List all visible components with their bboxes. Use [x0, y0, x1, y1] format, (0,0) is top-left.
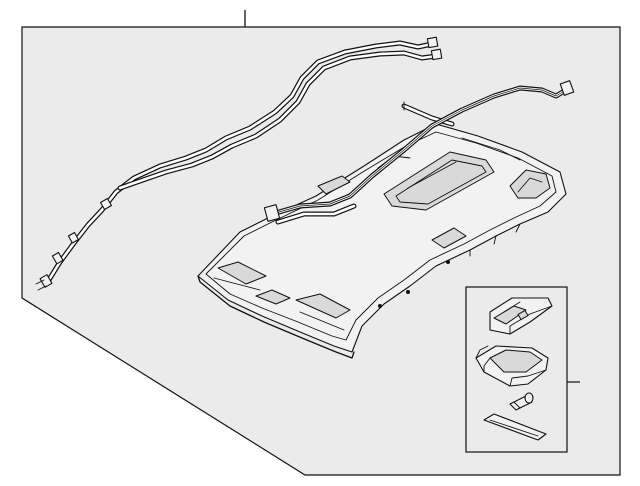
- lamp-bulb: [509, 392, 534, 411]
- roof-wire-harness-right: [263, 80, 575, 225]
- roof-wire-harness-left: [35, 36, 443, 291]
- dome-lamp-housing: [475, 345, 549, 387]
- headliner-panel: [197, 123, 567, 359]
- sun-visor-bracket: [489, 297, 553, 335]
- lamp-lens: [483, 413, 547, 441]
